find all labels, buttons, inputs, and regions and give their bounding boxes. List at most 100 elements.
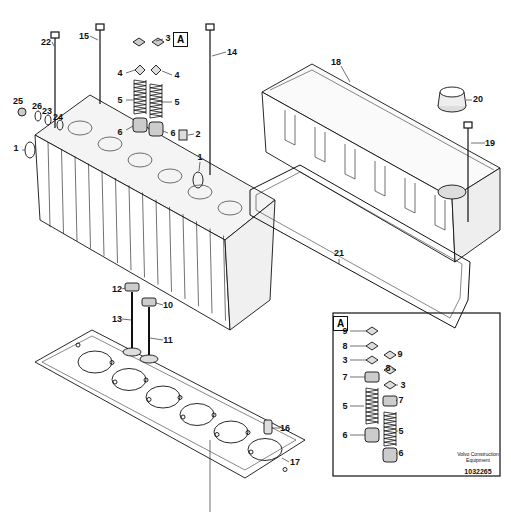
spring-side <box>162 84 163 118</box>
bolt-hole <box>110 361 114 365</box>
bolt-hole <box>181 415 185 419</box>
callout-number: 6 <box>342 431 347 440</box>
bolt-hole <box>212 413 216 417</box>
callout-number: 6 <box>398 449 403 458</box>
bolt-hole <box>76 343 80 347</box>
head-rib <box>62 149 64 234</box>
spring-side <box>150 84 151 118</box>
valve-springs <box>134 80 396 446</box>
spring-side <box>366 388 367 424</box>
bore-hole <box>78 351 112 373</box>
callout-number: 10 <box>163 301 173 310</box>
callout-number: 25 <box>13 97 23 106</box>
spring-coil <box>150 84 162 118</box>
callout-number: 5 <box>174 98 179 107</box>
spring-coil <box>134 80 146 114</box>
head-rib <box>224 236 226 321</box>
head-rib <box>183 214 185 299</box>
cover-rib <box>285 110 295 145</box>
callout-number: 14 <box>227 48 237 57</box>
port-boss <box>158 169 182 183</box>
port-boss <box>218 201 242 215</box>
head-rib <box>116 178 118 263</box>
bolts <box>51 24 472 222</box>
callout-number: 18 <box>331 58 341 67</box>
callout-number: 22 <box>41 38 51 47</box>
callout-number: 4 <box>174 71 179 80</box>
head-rib <box>156 200 158 285</box>
cover-rib <box>315 127 325 162</box>
cover-rib <box>435 195 445 230</box>
bolt-hole <box>215 433 219 437</box>
callout-number: 3 <box>165 34 170 43</box>
head-rib <box>75 156 77 241</box>
cover-rib <box>345 144 355 179</box>
spring-side <box>384 412 385 446</box>
head-rib <box>170 207 172 292</box>
callout-number: 8 <box>342 342 347 351</box>
inset-parts <box>365 327 397 462</box>
cylinder-head <box>35 95 275 330</box>
callout-number: 2 <box>195 130 200 139</box>
callout-number: 7 <box>398 396 403 405</box>
callout-number: 17 <box>290 458 300 467</box>
cover-gasket <box>250 165 470 328</box>
head-rib <box>48 142 50 227</box>
head-rib <box>129 185 131 270</box>
callout-number: 11 <box>163 336 173 345</box>
callout-number: 7 <box>342 373 347 382</box>
bolt-hole <box>249 450 253 454</box>
callout-number: 15 <box>79 32 89 41</box>
leader-lines <box>22 36 485 462</box>
bolt-hole <box>113 380 117 384</box>
spring-side <box>396 412 397 446</box>
bolt-hole <box>283 468 287 472</box>
callout-number: 9 <box>342 327 347 336</box>
port-boss <box>68 121 92 135</box>
spring-side <box>378 388 379 424</box>
valve-train <box>18 38 272 434</box>
drawing-id: Volvo Construction Equipment <box>454 452 502 464</box>
callout-number: 1 <box>197 153 202 162</box>
callout-number: 26 <box>32 102 42 111</box>
callout-number: 3 <box>342 356 347 365</box>
callout-number: 1 <box>13 144 18 153</box>
callout-number: 6 <box>117 128 122 137</box>
callout-number: 6 <box>170 129 175 138</box>
spring-side <box>146 80 147 114</box>
callout-number: 13 <box>112 315 122 324</box>
head-rib <box>89 164 91 249</box>
drawing-id: 1032265 <box>464 468 491 475</box>
head-rib <box>210 228 212 313</box>
cover-rib <box>405 178 415 213</box>
bolt-hole <box>246 431 250 435</box>
oil-filler-cap <box>438 87 466 112</box>
callout-number: 20 <box>473 95 483 104</box>
callout-number: 24 <box>53 113 63 122</box>
callout-number: 8 <box>385 364 390 373</box>
callout-number: 12 <box>112 285 122 294</box>
callout-number: 23 <box>42 107 52 116</box>
head-rib <box>143 192 145 277</box>
bolt-hole <box>144 378 148 382</box>
callout-number: 5 <box>342 402 347 411</box>
head-gasket <box>35 330 305 512</box>
spring-coil <box>384 412 396 446</box>
bore-hole <box>146 386 180 408</box>
callout-number: 5 <box>117 96 122 105</box>
callout-number: 9 <box>397 350 402 359</box>
spring-coil <box>366 388 378 424</box>
callout-number: 16 <box>280 424 290 433</box>
head-rib <box>102 171 104 256</box>
bore-hole <box>214 421 248 443</box>
bolt-hole <box>178 396 182 400</box>
valve-cover <box>262 64 500 262</box>
bore-hole <box>180 404 214 426</box>
detail-tag: A <box>173 29 189 44</box>
bore-hole <box>248 439 282 461</box>
callout-number: 5 <box>398 427 403 436</box>
detail-letter: A <box>173 32 188 47</box>
spring-side <box>134 80 135 114</box>
